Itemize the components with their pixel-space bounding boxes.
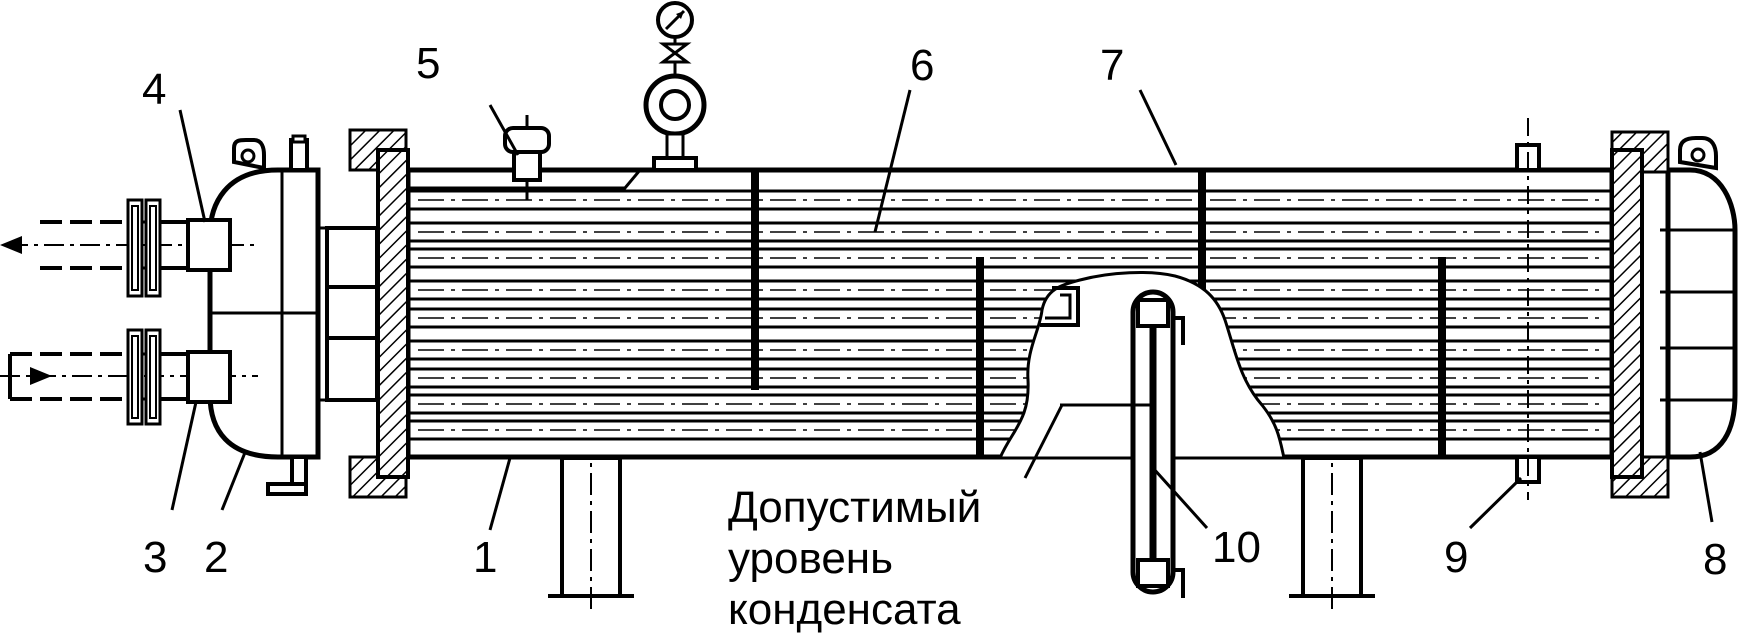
right-head (1660, 136, 1738, 460)
condensate-level-note: Допустимый уровень конденсата (728, 483, 981, 634)
support-left (548, 435, 634, 612)
callout-8: 8 (1703, 535, 1727, 584)
callout-9: 9 (1444, 533, 1468, 582)
callout-numbers: 4 3 2 1 5 6 7 10 9 8 (142, 39, 1727, 584)
shell-body (405, 167, 1615, 460)
left-head (207, 134, 379, 496)
callout-2: 2 (204, 533, 228, 582)
note-line-1: Допустимый (728, 483, 981, 532)
support-right (1289, 435, 1375, 612)
note-line-3: конденсата (728, 585, 961, 634)
left-flange (348, 128, 410, 499)
outlet-pipe (0, 198, 258, 298)
right-flange (1610, 130, 1670, 499)
note-line-2: уровень (728, 534, 893, 583)
arrow-left-icon (0, 236, 22, 254)
callout-4: 4 (142, 65, 166, 114)
inlet-pipe (0, 328, 258, 426)
valve-icon (658, 42, 692, 64)
callout-1: 1 (473, 533, 497, 582)
leader-lines (170, 89, 1714, 531)
level-gauge (1060, 289, 1185, 598)
tube-bundle (410, 189, 1610, 441)
callout-10: 10 (1212, 523, 1261, 572)
pressure-gauge-assembly (643, 1, 707, 172)
callout-5: 5 (416, 39, 440, 88)
right-nozzles (1515, 118, 1541, 500)
safety-valve (503, 115, 551, 200)
callout-3: 3 (143, 533, 167, 582)
arrow-right-icon (30, 367, 52, 385)
callout-7: 7 (1100, 41, 1124, 90)
baffles (751, 170, 1446, 455)
callout-6: 6 (910, 41, 934, 90)
